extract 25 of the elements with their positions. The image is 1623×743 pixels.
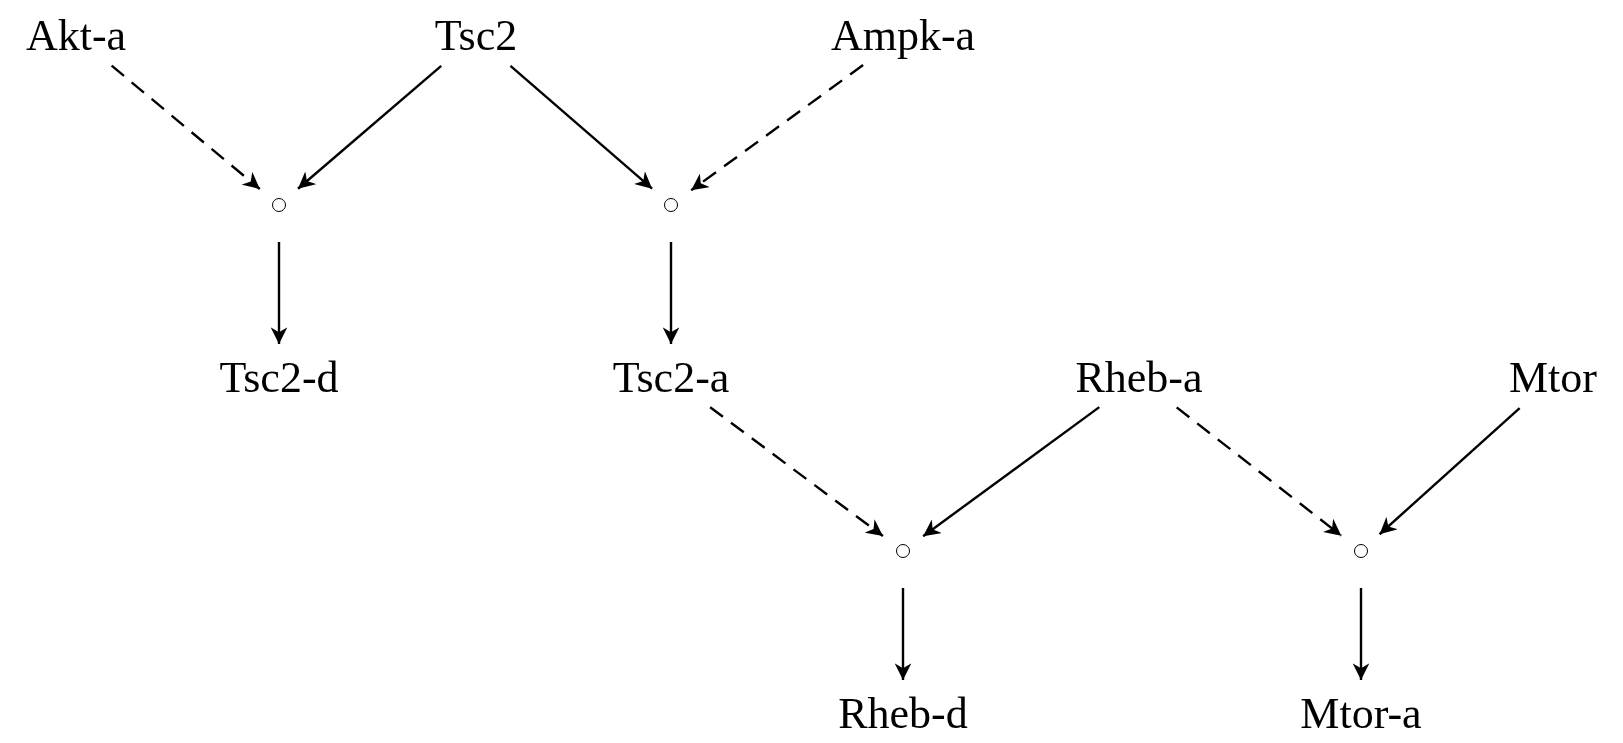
node-label: Tsc2-d [219,356,339,400]
junction-circle [664,198,678,212]
arrow [110,64,261,190]
arrow [922,406,1100,538]
node-label: Tsc2-a [612,356,730,400]
arrow [270,242,288,344]
arrow [1175,406,1342,537]
node-label: Ampk-a [830,14,976,58]
node-label: Mtor-a [1300,692,1422,736]
arrow [662,242,680,344]
arrow [1378,407,1521,536]
arrow [690,64,864,192]
node-label: Akt-a [25,14,127,58]
arrow [709,406,884,537]
arrow [297,64,443,190]
node-label: Rheb-d [838,692,968,736]
node-label: Rheb-a [1075,356,1203,400]
arrow [509,64,653,190]
arrow [1352,588,1370,680]
junction-circle [1354,544,1368,558]
node-label: Mtor [1509,356,1597,400]
junction-circle [272,198,286,212]
node-label: Tsc2 [434,14,518,58]
junction-circle [896,544,910,558]
arrow [894,588,912,680]
